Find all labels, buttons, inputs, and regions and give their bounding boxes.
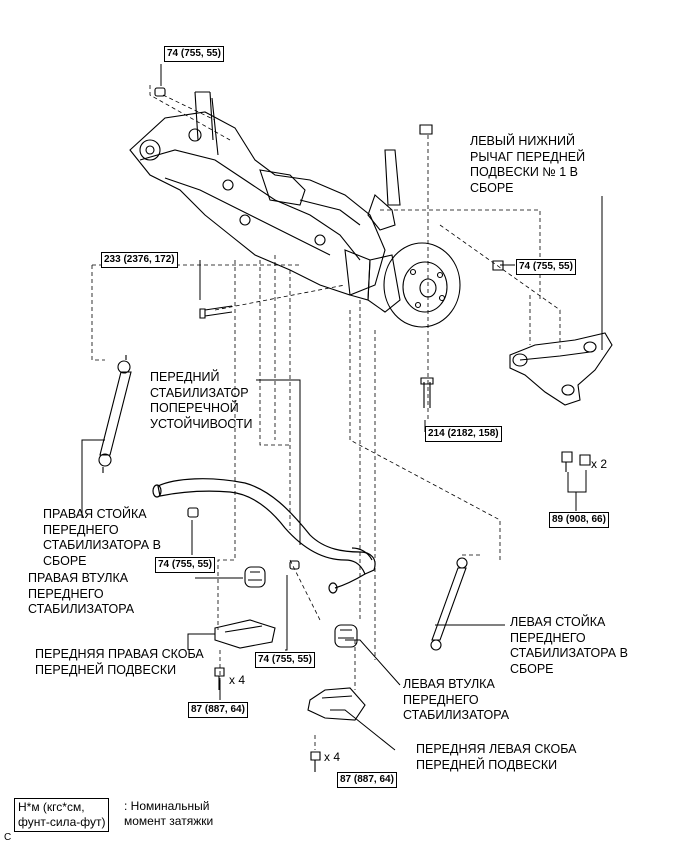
brake-disc — [344, 242, 461, 328]
label-stabilizer-bar: ПЕРЕДНИЙ СТАБИЛИЗАТОР ПОПЕРЕЧНОЙ УСТОЙЧИ… — [150, 370, 253, 431]
torque-bolt-233: 233 (2376, 172) — [101, 252, 178, 268]
label-left-link: ЛЕВАЯ СТОЙКА ПЕРЕДНЕГО СТАБИЛИЗАТОРА В С… — [510, 615, 628, 676]
leader-lines — [81, 64, 603, 770]
right-stabilizer-link — [98, 355, 132, 473]
legend-units-box: Н*м (кгс*см, фунт-сила-фут) — [14, 798, 110, 832]
torque-right-bracket-bolts: 87 (887, 64) — [188, 702, 248, 718]
legend-meaning: : Номинальный момент затяжки — [124, 799, 214, 828]
torque-left-link-nut: 74 (755, 55) — [255, 652, 315, 668]
bushings — [244, 566, 358, 648]
fasteners — [154, 87, 591, 772]
torque-arm-bolts: 89 (908, 66) — [549, 512, 609, 528]
torque-right-link-nut: 74 (755, 55) — [155, 557, 215, 573]
brackets — [214, 619, 366, 721]
multiplier-right-bracket-bolts: x 4 — [229, 673, 246, 687]
corner-mark: C — [4, 832, 12, 843]
left-stabilizer-link — [430, 557, 468, 651]
label-left-bushing: ЛЕВАЯ ВТУЛКА ПЕРЕДНЕГО СТАБИЛИЗАТОРА — [403, 677, 510, 722]
label-right-bushing: ПРАВАЯ ВТУЛКА ПЕРЕДНЕГО СТАБИЛИЗАТОРА — [28, 571, 135, 616]
torque-bolt-214: 214 (2182, 158) — [425, 426, 502, 442]
torque-left-bracket-bolts: 87 (887, 64) — [337, 772, 397, 788]
lower-arm — [509, 332, 613, 406]
torque-top-nut: 74 (755, 55) — [164, 46, 224, 62]
label-right-link: ПРАВАЯ СТОЙКА ПЕРЕДНЕГО СТАБИЛИЗАТОРА В … — [43, 507, 161, 568]
stabilizer-bar — [152, 478, 376, 594]
label-lower-arm: ЛЕВЫЙ НИЖНИЙ РЫЧАГ ПЕРЕДНЕЙ ПОДВЕСКИ № 1… — [470, 134, 586, 195]
torque-arm-nut: 74 (755, 55) — [516, 259, 576, 275]
label-left-bracket: ПЕРЕДНЯЯ ЛЕВАЯ СКОБА ПЕРЕДНЕЙ ПОДВЕСКИ — [416, 742, 577, 772]
multiplier-arm-bolts: x 2 — [591, 457, 608, 471]
label-right-bracket: ПЕРЕДНЯЯ ПРАВАЯ СКОБА ПЕРЕДНЕЙ ПОДВЕСКИ — [35, 647, 204, 677]
multiplier-left-bracket-bolts: x 4 — [324, 750, 341, 764]
subframe-assembly — [129, 91, 401, 296]
